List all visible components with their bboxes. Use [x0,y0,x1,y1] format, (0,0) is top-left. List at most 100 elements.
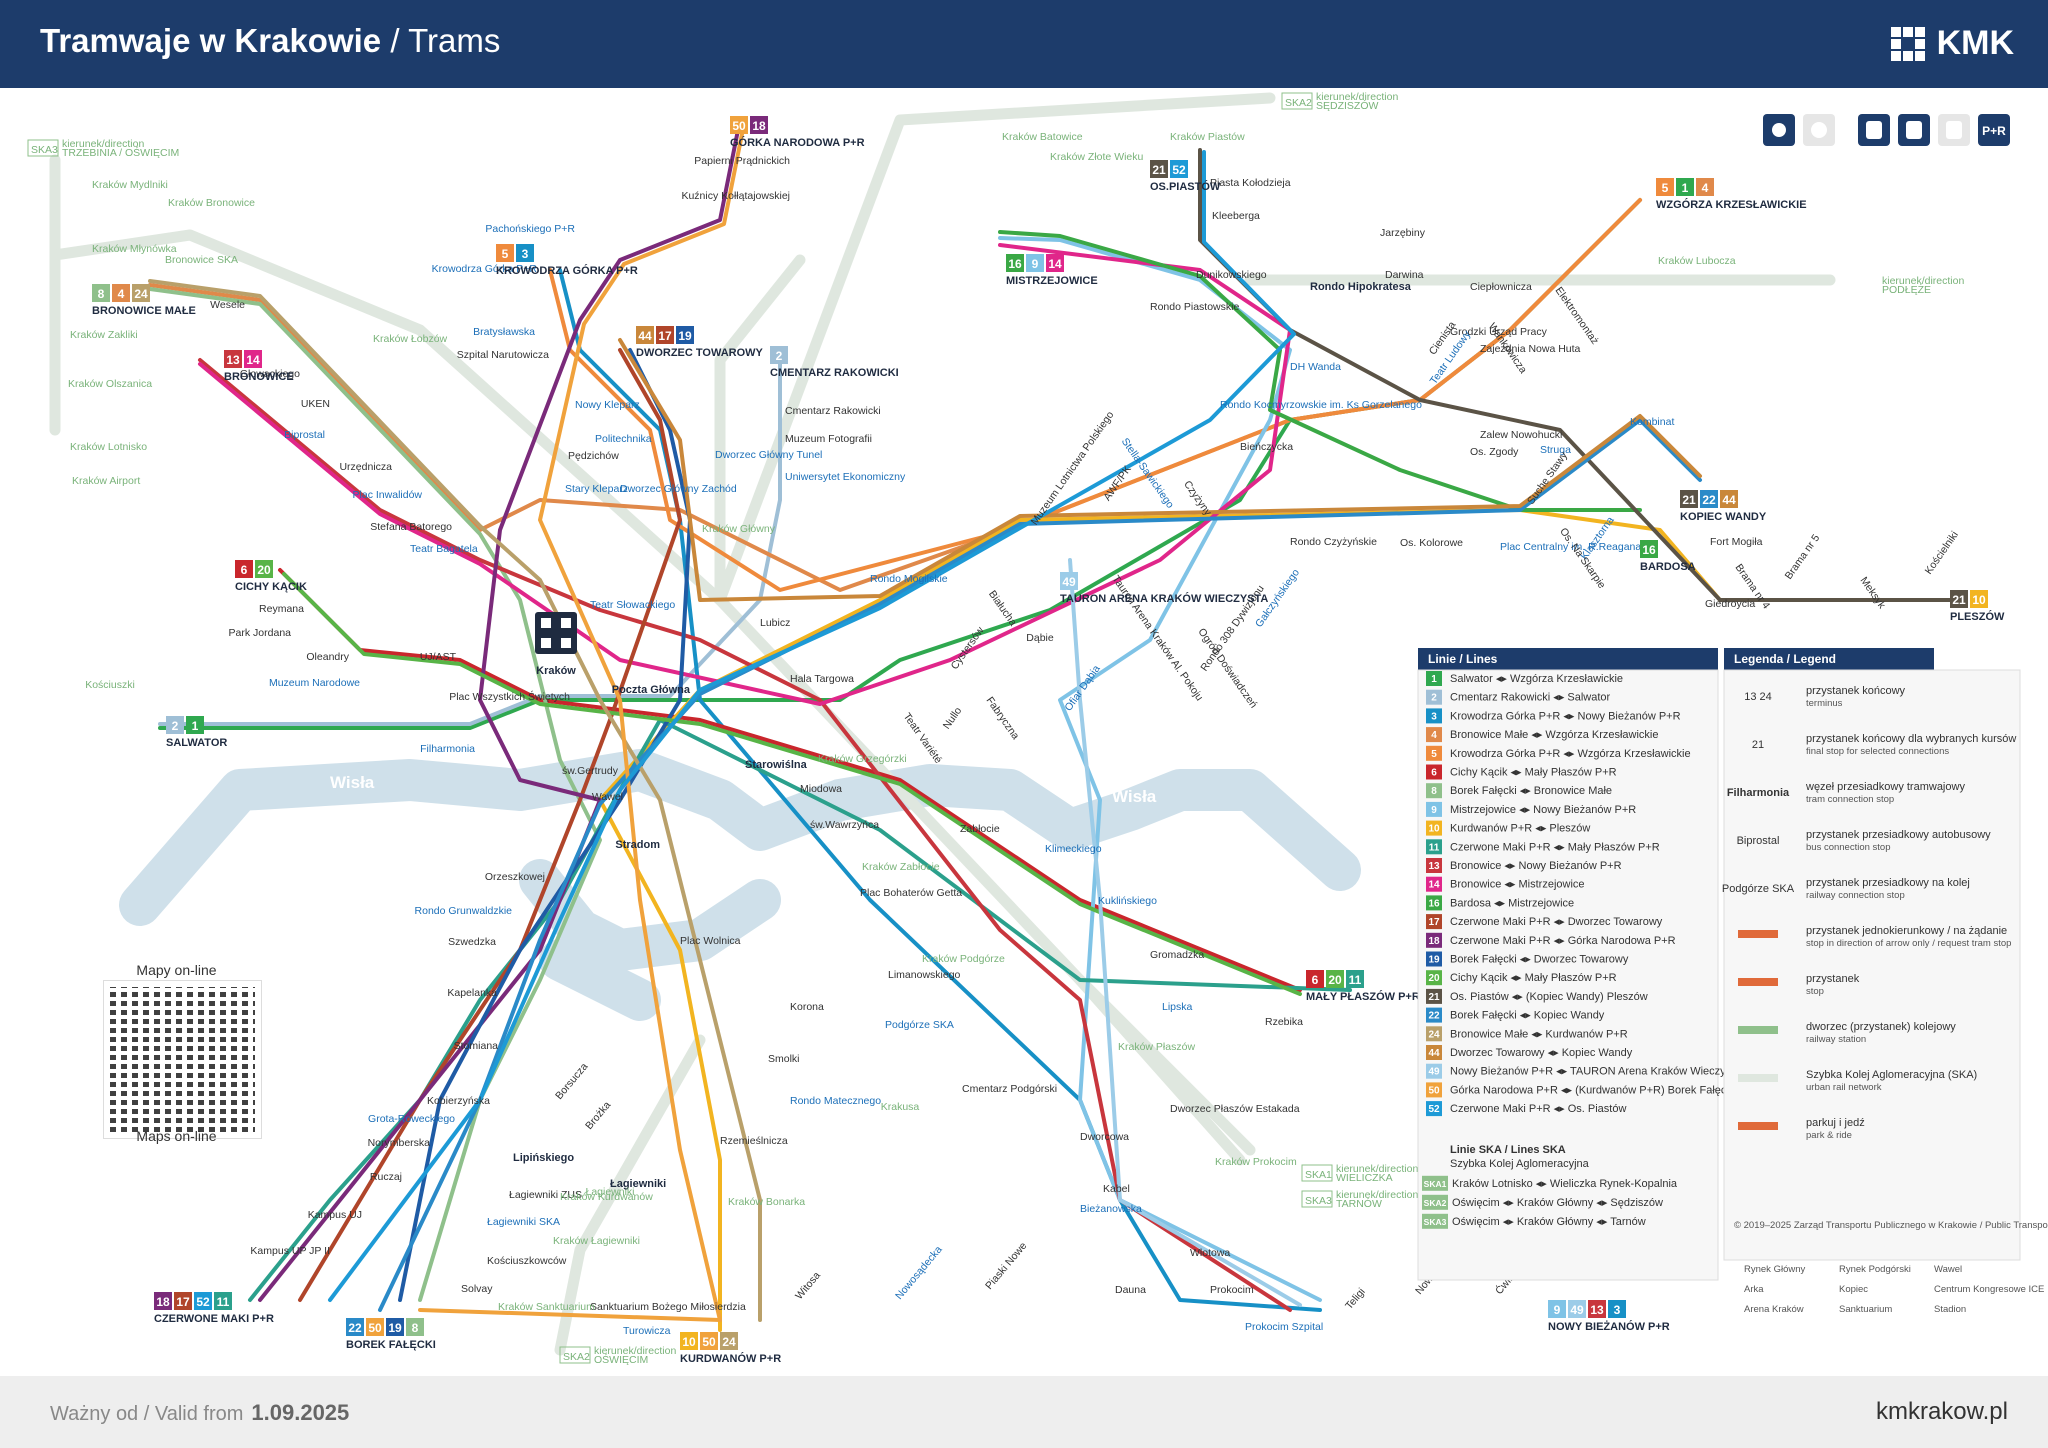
station-label[interactable]: Krakusa [881,1101,920,1113]
station-label[interactable]: Kraków Lotnisko [70,441,147,453]
station-label[interactable]: Kraków Bonarka [728,1196,805,1208]
station-label[interactable]: Kraków Mydlniki [92,179,168,191]
station-label[interactable]: Ciepłownicza [1470,281,1532,293]
station-label[interactable]: Fabryczna [983,695,1021,742]
station-label[interactable]: Pędzichów [568,450,619,462]
station-label[interactable]: Kombinat [1630,416,1674,428]
station-label[interactable]: Hala Targowa [790,673,854,685]
station-label[interactable]: Filharmonia [420,743,475,755]
station-label[interactable]: Pachońskiego P+R [485,223,575,235]
station-label[interactable]: Łagiewniki ZUS [509,1189,582,1201]
station-label[interactable]: Kraków Prokocim [1215,1156,1297,1168]
station-label[interactable]: Muzeum Lotnictwa Polskiego [1029,409,1117,527]
station-label[interactable]: Prokocim Szpital [1245,1321,1323,1333]
station-label[interactable]: Teligi [1343,1286,1368,1312]
station-label[interactable]: Papierni Prądnickich [694,155,790,167]
station-label[interactable]: Reymana [259,603,304,615]
station-label[interactable]: Rondo Kocmyrzowskie im. Ks Gorzelanego [1220,399,1422,411]
station-label[interactable]: Sanktuarium Bożego Miłosierdzia [590,1301,746,1313]
station-label[interactable]: Piaski Nowe [983,1240,1029,1292]
qr-code-icon[interactable] [103,980,262,1139]
station-label[interactable]: Gromadzka [1150,949,1204,961]
station-label[interactable]: Teatr Variété [901,711,945,766]
station-label[interactable]: Stomiana [454,1040,499,1052]
station-label[interactable]: Grota-Roweckiego [368,1113,455,1125]
station-label[interactable]: Kabel [1103,1183,1130,1195]
station-label[interactable]: Kraków Piastów [1170,131,1245,143]
station-label[interactable]: Os. Kolorowe [1400,537,1463,549]
station-label[interactable]: Miodowa [800,783,842,795]
station-label[interactable]: Witosa [793,1270,823,1302]
station-label[interactable]: Białucha [986,588,1019,628]
station-label[interactable]: Plac Bohaterów Getta [860,887,962,899]
station-label[interactable]: Bieńczycka [1240,441,1293,453]
station-label[interactable]: Klimeckiego [1045,843,1102,855]
station-label[interactable]: Dworzec Płaszów Estakada [1170,1103,1300,1115]
station-label[interactable]: Rondo Mogilskie [870,573,948,585]
station-label[interactable]: Fort Mogiła [1710,536,1763,548]
kmk-brand[interactable]: KMK [1890,24,2014,63]
station-label[interactable]: Solvay [461,1283,493,1295]
station-label[interactable]: Teatr Słowackiego [590,599,675,611]
station-label[interactable]: Nowy Kleparz [575,399,640,411]
station-label[interactable]: Uniwersytet Ekonomiczny [785,471,906,483]
station-label[interactable]: Meksyk [1858,575,1889,612]
station-label[interactable]: Orzeszkowej [485,871,545,883]
station-label[interactable]: Ruczaj [370,1171,402,1183]
station-label[interactable]: Kraków Olszanica [68,378,152,390]
station-label[interactable]: Cystersów [949,624,987,671]
station-label[interactable]: Kuklińskiego [1098,895,1157,907]
station-label[interactable]: Muzeum Fotografii [785,433,872,445]
station-label[interactable]: Muzeum Narodowe [269,677,360,689]
station-label[interactable]: Kościuszki [85,679,135,691]
station-label[interactable]: Kraków Łagiewniki [553,1235,640,1247]
park-ride-icon[interactable] [1978,114,2010,146]
station-label[interactable]: Zajezdnia Nowa Huta [1480,343,1581,355]
station-label[interactable]: Brama nr 5 [1783,532,1823,582]
station-label[interactable]: Zalew Nowohucki [1480,429,1562,441]
station-label[interactable]: Rzemieślnicza [720,1135,788,1147]
station-label[interactable]: Starowiślna [745,759,808,771]
station-label[interactable]: Dworzec Główny Zachód [620,483,737,495]
station-label[interactable]: Teatr Bagatela [410,543,478,555]
station-label[interactable]: Prokocim [1210,1284,1254,1296]
station-label[interactable]: Park Jordana [229,627,292,639]
station-label[interactable]: Poczta Główna [612,684,691,696]
station-label[interactable]: Oleandry [306,651,349,663]
station-label[interactable]: Plac Inwalidów [353,489,423,501]
station-label[interactable]: Kraków Zakliki [70,329,138,341]
station-label[interactable]: Brożka [583,1099,613,1132]
station-label[interactable]: DH Wanda [1290,361,1341,373]
station-label[interactable]: Rondo Matecznego [790,1095,881,1107]
station-label[interactable]: Wesele [210,299,245,311]
station-label[interactable]: UKEN [301,398,330,410]
station-label[interactable]: Kampus UJ [308,1209,362,1221]
station-label[interactable]: Biprostal [284,429,325,441]
station-label[interactable]: Kampus UP JP II [250,1245,330,1257]
station-label[interactable]: Kraków Zabłocie [862,861,940,873]
